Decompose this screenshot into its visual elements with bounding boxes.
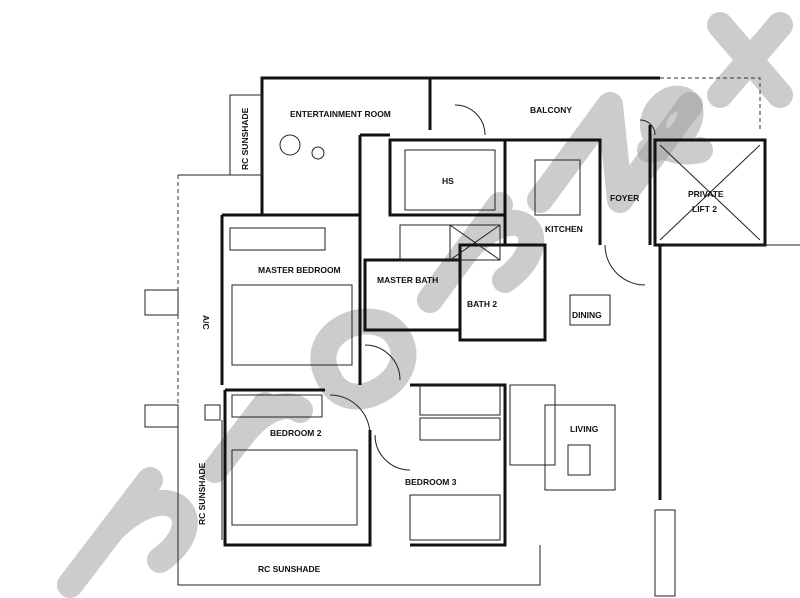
label-master-bedroom: MASTER BEDROOM: [258, 265, 341, 275]
label-rc-sunshade-top: RC SUNSHADE: [240, 107, 250, 170]
label-private-lift-2: LIFT 2: [692, 204, 717, 214]
label-foyer: FOYER: [610, 193, 639, 203]
label-dining: DINING: [572, 310, 602, 320]
label-bedroom-3: BEDROOM 3: [405, 477, 457, 487]
walls: [144, 76, 800, 597]
label-balcony: BALCONY: [530, 105, 572, 115]
label-bath-2: BATH 2: [467, 299, 497, 309]
label-rc-sunshade-left: RC SUNSHADE: [197, 462, 207, 525]
label-kitchen: KITCHEN: [545, 224, 583, 234]
watermark-logo: [57, 12, 793, 598]
label-master-bath: MASTER BATH: [377, 275, 438, 285]
label-hs: HS: [442, 176, 454, 186]
label-rc-sunshade-bottom: RC SUNSHADE: [258, 564, 321, 574]
label-living: LIVING: [570, 424, 599, 434]
label-bedroom-2: BEDROOM 2: [270, 428, 322, 438]
label-ac: A/C: [201, 315, 211, 330]
room-labels: ENTERTAINMENT ROOM BALCONY HS KITCHEN FO…: [197, 105, 724, 574]
label-entertainment-room: ENTERTAINMENT ROOM: [290, 109, 391, 119]
label-private-lift-1: PRIVATE: [688, 189, 724, 199]
